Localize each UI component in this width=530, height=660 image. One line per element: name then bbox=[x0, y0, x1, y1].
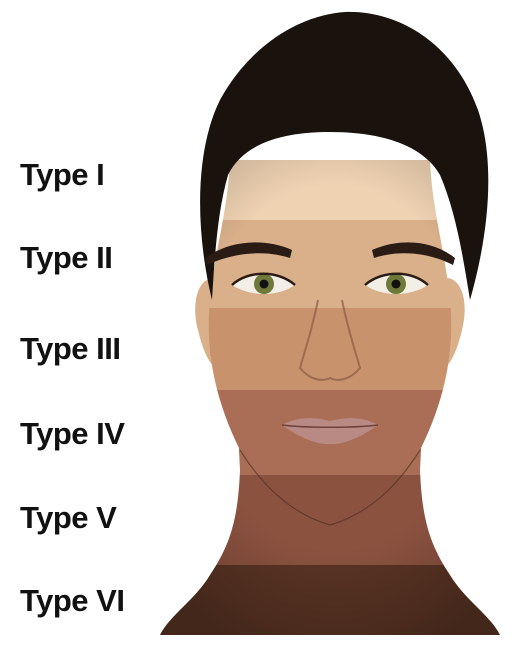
label-type-1: Type I bbox=[20, 157, 104, 193]
face-illustration bbox=[140, 0, 530, 660]
label-type-4: Type IV bbox=[20, 416, 124, 452]
label-type-2: Type II bbox=[20, 240, 112, 276]
label-type-6: Type VI bbox=[20, 583, 124, 619]
label-type-5: Type V bbox=[20, 500, 116, 536]
label-type-3: Type III bbox=[20, 331, 121, 367]
